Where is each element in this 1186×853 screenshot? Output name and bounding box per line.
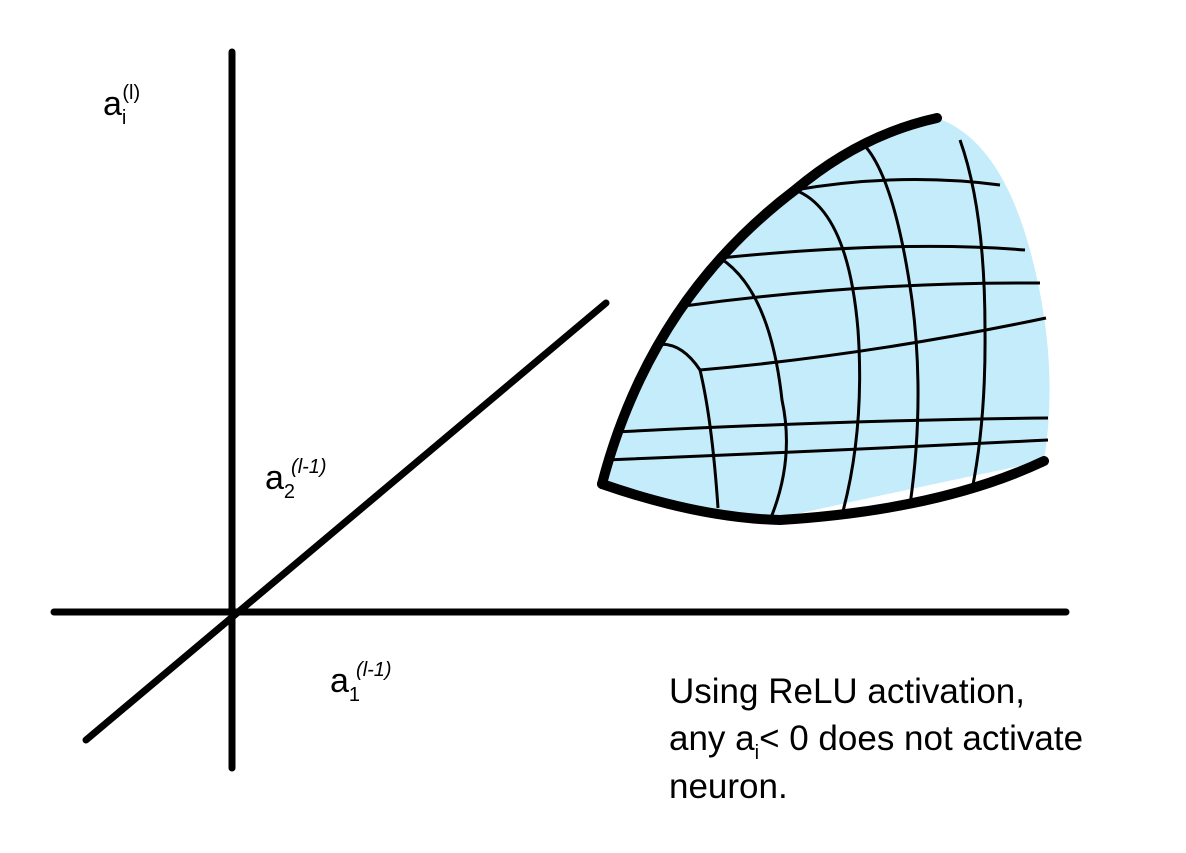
grid-row-4 — [654, 316, 1047, 372]
grid-col-4 — [863, 145, 920, 506]
grid-row-3 — [683, 281, 1041, 308]
grid-row-5 — [614, 416, 1049, 434]
axis1-label-sup: (l-1) — [356, 659, 392, 681]
axis2-label: a2 (l-1) — [265, 457, 327, 502]
surface-grid-columns — [698, 139, 987, 521]
axis2-label-sup: (l-1) — [291, 456, 327, 478]
caption-line-2: any ai< 0 does not activate — [669, 715, 1083, 763]
axis1-label-sub: 1 — [348, 684, 361, 706]
activation-surface — [597, 113, 1050, 526]
grid-row-1 — [794, 178, 1001, 192]
caption-line-3: neuron. — [669, 767, 788, 806]
grid-col-3 — [794, 188, 862, 516]
vertical-axis-label-sup: (l) — [122, 82, 141, 104]
surface-top-edge — [597, 113, 942, 489]
vertical-axis-label-base: a — [103, 85, 122, 123]
surface-bottom-edge — [597, 456, 1049, 526]
axis1-label-base: a — [330, 662, 349, 700]
vertical-axis-label: ai (l) — [103, 83, 140, 128]
grid-col-5 — [958, 139, 987, 491]
vertical-axis-label-sub: i — [121, 107, 127, 129]
relu-caption: Using ReLU activation, any ai< 0 does no… — [669, 668, 1083, 810]
grid-row-2 — [719, 244, 1026, 260]
axis1-label: a1 (l-1) — [330, 660, 392, 705]
grid-row-6 — [604, 438, 1049, 462]
grid-col-1 — [698, 369, 720, 509]
surface-grid-rows — [604, 178, 1049, 462]
caption-line-1: Using ReLU activation, — [669, 672, 1025, 711]
grid-col-2 — [719, 256, 788, 521]
depth-axis — [82, 299, 610, 744]
caption-line-2-pre: any a — [669, 719, 755, 758]
axis2-label-base: a — [265, 459, 284, 497]
caption-line-2-post: < 0 does not activate — [759, 719, 1084, 758]
axis2-label-sub: 2 — [283, 481, 296, 503]
caption-line-2-sub: i — [754, 742, 760, 764]
